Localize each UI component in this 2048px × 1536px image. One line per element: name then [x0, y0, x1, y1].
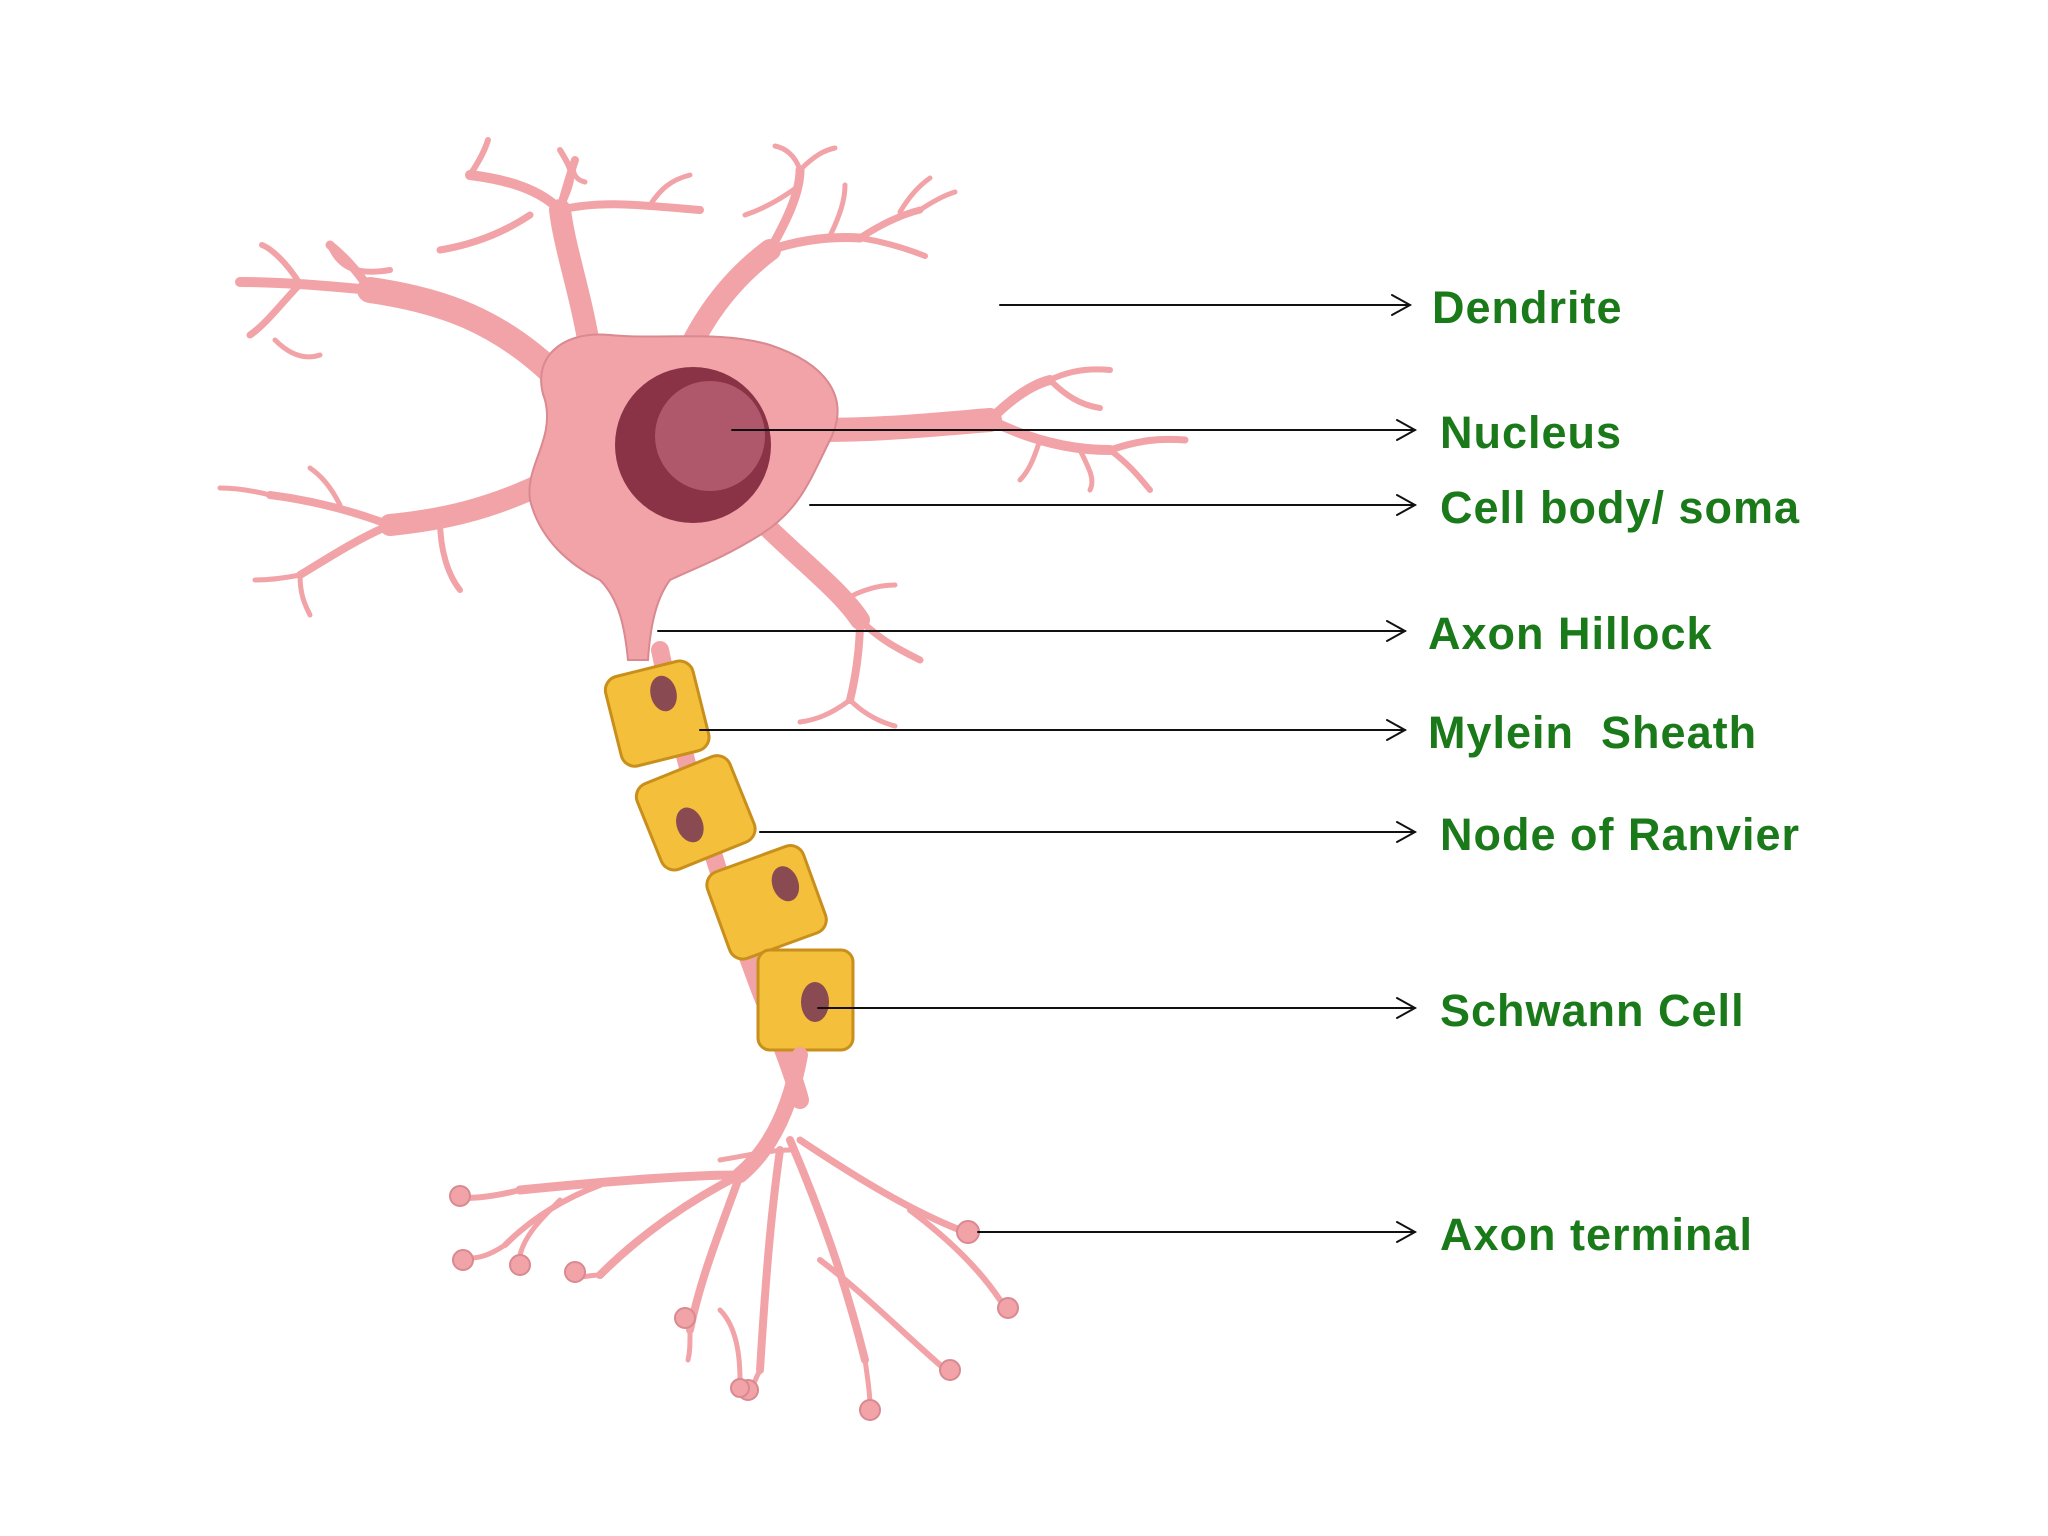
- node-of-ranvier-label: Node of Ranvier: [1440, 809, 1801, 860]
- axon-terminal-label: Axon terminal: [1440, 1209, 1754, 1260]
- soma-label: Cell body/ soma: [1440, 482, 1801, 533]
- schwann-cell-leader: [817, 997, 1418, 1019]
- myelin-sheath-leader: [699, 719, 1408, 741]
- dendrites: [217, 137, 1189, 729]
- nucleus: [615, 367, 771, 523]
- soma-leader: [809, 494, 1418, 516]
- nucleus-leader: [731, 419, 1418, 441]
- axon-terminal-knobs: [449, 1185, 1019, 1421]
- schwann-cell-label: Schwann Cell: [1440, 985, 1745, 1036]
- leader-lines: [657, 294, 1418, 1243]
- schwann-cell: [705, 844, 828, 961]
- schwann-cell: [634, 754, 757, 872]
- dendrite-leader: [999, 294, 1413, 316]
- axon-terminal-leader: [977, 1221, 1418, 1243]
- schwann-cell: [756, 948, 855, 1052]
- node-of-ranvier-leader: [759, 821, 1418, 843]
- dendrite-label: Dendrite: [1432, 282, 1623, 333]
- axon-terminals: [462, 1047, 1003, 1408]
- nucleus-label: Nucleus: [1440, 407, 1623, 458]
- axon-hillock-leader: [657, 620, 1408, 642]
- myelin-sheath-label: Mylein Sheath: [1428, 707, 1758, 758]
- axon-hillock-label: Axon Hillock: [1428, 608, 1713, 659]
- schwann-cell: [603, 659, 711, 768]
- myelin-sheath: [603, 659, 855, 1052]
